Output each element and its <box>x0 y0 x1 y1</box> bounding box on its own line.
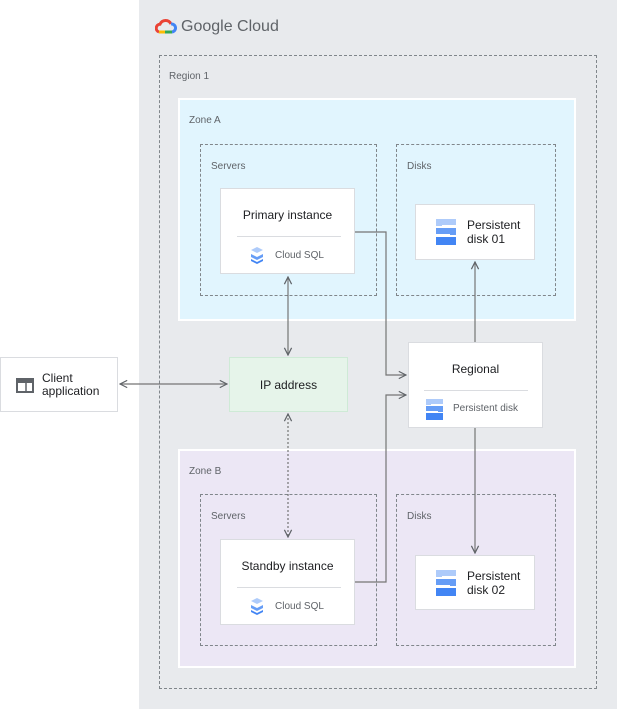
disk-02-subtitle: disk 02 <box>467 583 506 597</box>
cloud-sql-icon <box>251 247 263 264</box>
google-cloud-logo-icon <box>155 19 177 34</box>
disks-label: Disks <box>407 161 432 172</box>
zone-b-label: Zone B <box>189 466 222 477</box>
brand-name: Google Cloud <box>181 18 279 35</box>
standby-title: Standby instance <box>241 559 334 573</box>
servers-label: Servers <box>211 511 246 522</box>
primary-instance-card[interactable]: Primary instance Cloud SQL <box>220 188 355 274</box>
region-label: Region 1 <box>169 71 210 82</box>
zone-a-label: Zone A <box>189 115 221 126</box>
disk-01-title: Persistent <box>467 218 521 232</box>
standby-service: Cloud SQL <box>275 601 324 612</box>
ip-label: IP address <box>259 378 318 392</box>
primary-service: Cloud SQL <box>275 250 324 261</box>
servers-label: Servers <box>211 161 246 172</box>
client-line2: application <box>42 384 100 398</box>
region-box: Region 1 <box>159 55 597 689</box>
disk-01-subtitle: disk 01 <box>467 232 506 246</box>
regional-service: Persistent disk <box>453 403 519 414</box>
browser-window-icon <box>16 378 34 393</box>
client-line1: Client <box>42 371 73 385</box>
standby-instance-card[interactable]: Standby instance Cloud SQL <box>220 539 355 625</box>
zone-a-disks: Disks <box>396 144 556 296</box>
disks-label: Disks <box>407 511 432 522</box>
persistent-disk-icon <box>436 570 456 596</box>
primary-title: Primary instance <box>242 208 333 222</box>
persistent-disk-icon <box>426 399 443 420</box>
regional-disk-card[interactable]: Regional Persistent disk <box>408 342 543 428</box>
ip-address-box[interactable]: IP address <box>229 357 348 412</box>
regional-title: Regional <box>451 362 500 376</box>
persistent-disk-icon <box>436 219 456 245</box>
disk-02-title: Persistent <box>467 569 521 583</box>
cloud-sql-icon <box>251 598 263 615</box>
